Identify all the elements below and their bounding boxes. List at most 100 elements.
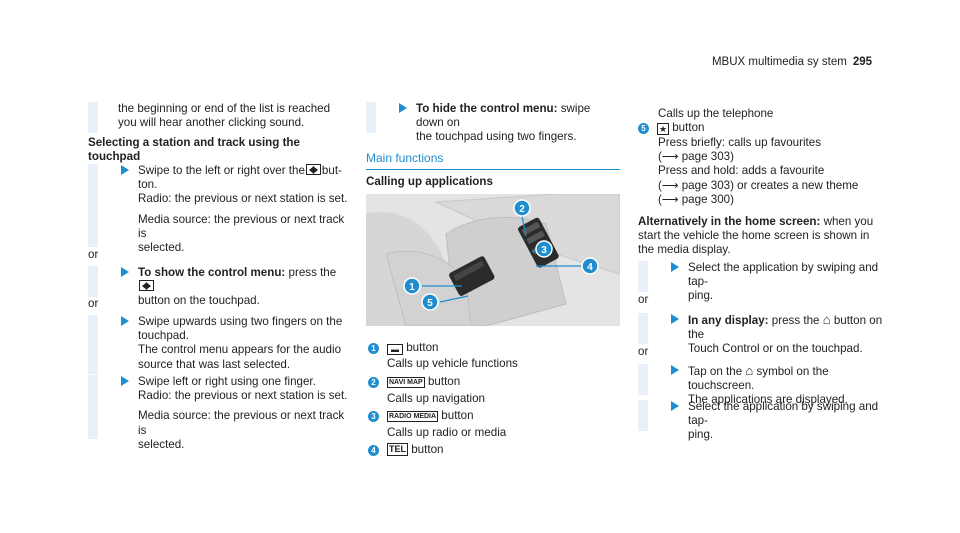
step-hide-menu: To hide the control menu: swipe down on …: [366, 102, 620, 143]
step-text: Swipe left or right using one finger.: [138, 375, 316, 388]
legend-item-5: 5★ button: [638, 121, 704, 135]
step-text: press the: [288, 266, 337, 279]
step-arrow-icon: [671, 401, 679, 411]
step-text: ping.: [688, 289, 714, 303]
step-text: Media source: the previous or next track…: [138, 409, 345, 437]
step-text: Swipe upwards using two fingers on the: [138, 315, 343, 328]
page-header: MBUX multimedia sy stem 295: [712, 55, 872, 69]
header-title: MBUX multimedia sy stem: [711, 56, 847, 68]
page-ref: (⟶ page 300): [658, 192, 734, 206]
step-select-app: Select the application by swiping and ta…: [638, 261, 892, 302]
step-text: press the: [771, 314, 820, 327]
ref-arrow-icon: ⟶: [661, 192, 679, 206]
step-swipe-left: Swipe left or right using one finger. Ra…: [88, 375, 350, 451]
body-text: page 303) or creates a new theme: [681, 178, 859, 192]
favourites-text: Press briefly: calls up favourites (⟶ pa…: [658, 136, 892, 207]
step-text: Radio: the previous or next station is s…: [138, 389, 348, 403]
intro-line: the beginning or end of the list is reac…: [118, 102, 331, 115]
touch-control-illustration: 2 3 4 1 5: [366, 194, 620, 326]
car-icon: ▬: [387, 344, 403, 355]
step-any-display: In any display: press the ⌂ button on th…: [638, 312, 892, 355]
legend-number: 3: [368, 411, 379, 422]
ref-arrow-icon: ⟶: [661, 150, 679, 164]
svg-text:3: 3: [541, 245, 547, 256]
step-arrow-icon: [121, 267, 129, 277]
legend-desc: Calls up navigation: [387, 392, 485, 405]
body-text: Press and hold: adds a favourite: [658, 164, 825, 178]
legend-item-1: 1▬ button: [368, 341, 438, 355]
skip-button-icon: [305, 164, 321, 175]
body-text: when you: [823, 215, 874, 228]
page-number: 295: [852, 56, 872, 68]
step-arrow-icon: [671, 314, 679, 324]
step-text: ping.: [688, 428, 714, 442]
callout-2: 2: [513, 199, 531, 217]
step-text: selected.: [138, 437, 185, 451]
or-text: or: [638, 293, 649, 306]
step-text: Swipe to the left or right over the: [138, 164, 305, 177]
step-select-app-2: Select the application by swiping and ta…: [638, 400, 892, 441]
step-text: ton.: [138, 178, 158, 192]
legend-number: 4: [368, 445, 379, 456]
body-text: page 300): [681, 192, 734, 206]
step-text: but-: [321, 164, 342, 177]
navi-map-icon: NAVI MAP: [387, 377, 425, 388]
intro-note: the beginning or end of the list is reac…: [88, 102, 350, 133]
svg-text:2: 2: [519, 204, 525, 215]
step-text: Radio: the previous or next station is s…: [138, 192, 348, 206]
body-text: the media display.: [638, 243, 731, 257]
step-arrow-icon: [121, 376, 129, 386]
step-text: Tap on the: [688, 365, 743, 378]
legend-label: button: [411, 443, 444, 456]
step-text: Touch Control or on the touchpad.: [688, 342, 863, 356]
step-text: symbol on the touchscreen.: [688, 365, 829, 393]
ref-arrow-icon: ⟶: [661, 178, 679, 192]
legend-number: 2: [368, 377, 379, 388]
skip-button-icon: [139, 280, 154, 292]
legend-desc: Calls up vehicle functions: [387, 357, 518, 370]
legend-label: button: [672, 121, 705, 134]
svg-text:1: 1: [409, 282, 415, 293]
legend-label: button: [441, 409, 474, 422]
step-text: Media source: the previous or next track…: [138, 212, 345, 240]
tel-icon: TEL: [387, 443, 408, 456]
star-icon: ★: [657, 123, 669, 135]
step-arrow-icon: [671, 262, 679, 272]
step-arrow-icon: [121, 165, 129, 175]
step-arrow-icon: [399, 103, 407, 113]
callout-5: 5: [421, 293, 439, 311]
callout-4: 4: [581, 257, 599, 275]
step-label: In any display:: [688, 314, 769, 327]
step-label: To hide the control menu:: [416, 102, 558, 115]
step-text: The control menu appears for the audio: [138, 343, 342, 357]
home-icon: ⌂: [822, 312, 831, 327]
step-text: The applications are displayed.: [688, 393, 848, 407]
heading-line: touchpad: [88, 150, 141, 164]
legend-item-4: 4 TEL button: [368, 443, 443, 457]
heading-line: Selecting a station and track using the: [88, 136, 300, 149]
step-label: To show the control menu:: [138, 266, 286, 279]
step-text: swipe down on: [416, 102, 591, 130]
step-text: Select the application by swiping and ta…: [688, 400, 879, 428]
page-ref: (⟶ page 303) or creates a new theme: [658, 178, 859, 192]
console-illustration: 2 3 4 1 5: [366, 194, 620, 326]
svg-text:4: 4: [587, 262, 593, 273]
step-show-menu: To show the control menu: press the butt…: [88, 266, 350, 307]
step-text: touchpad.: [138, 329, 189, 343]
step-arrow-icon: [121, 316, 129, 326]
subhead: Calling up applications: [366, 175, 493, 188]
page-ref: (⟶ page 303): [658, 150, 734, 164]
alt-label: Alternatively in the home screen:: [638, 215, 821, 228]
or-text: or: [88, 248, 99, 261]
step-text: Select the application by swiping and ta…: [688, 261, 879, 289]
step-text: button on the: [688, 314, 883, 342]
body-text: Press briefly: calls up favourites: [658, 136, 822, 149]
body-text: page 303): [681, 150, 734, 164]
legend-desc: Calls up radio or media: [387, 426, 507, 439]
step-text: the touchpad using two fingers.: [416, 130, 577, 144]
alternative-text: Alternatively in the home screen: when y…: [638, 215, 892, 258]
step-text: source that was last selected.: [138, 357, 291, 371]
intro-line: you will hear another clicking sound.: [118, 116, 305, 130]
